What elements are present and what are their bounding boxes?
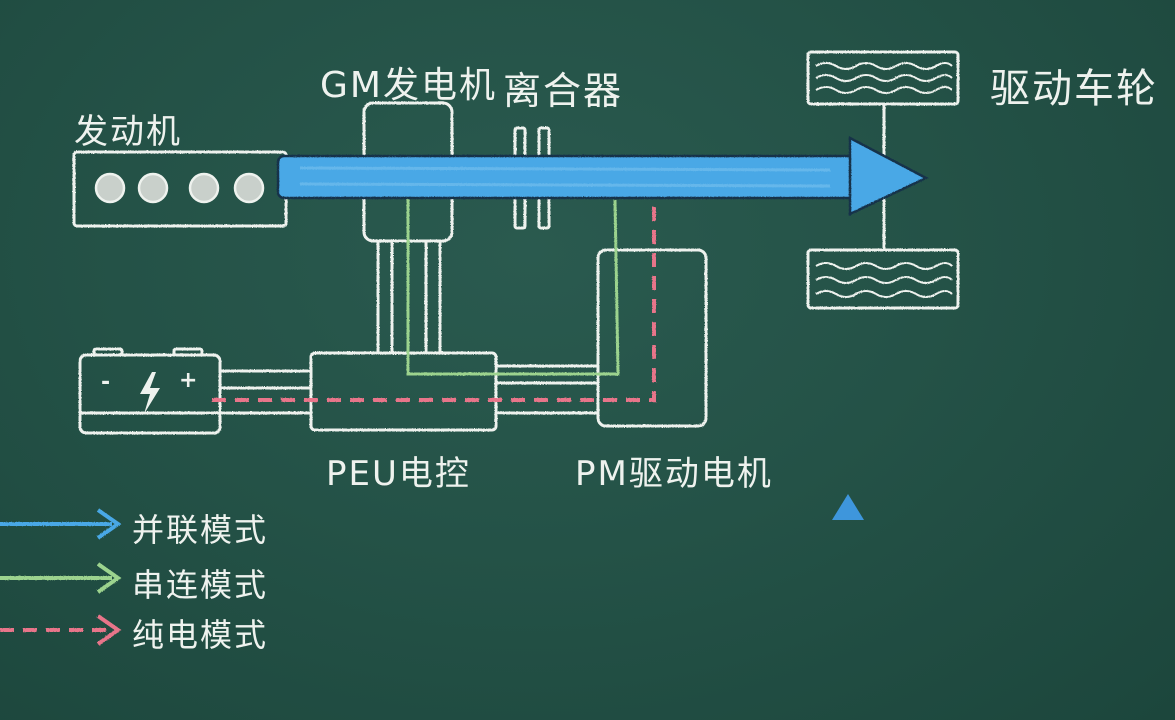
legend-ev-mode: 纯电模式 xyxy=(132,616,269,654)
series-mode-path xyxy=(406,196,620,376)
peu-box xyxy=(309,351,498,432)
chalk-lines xyxy=(72,50,960,435)
ev-mode-path xyxy=(212,196,656,402)
drive-wheels-label: 驱动车轮 xyxy=(990,66,1158,112)
parallel-mode-arrow xyxy=(276,135,929,216)
pm-motor-label: PM驱动电机 xyxy=(575,454,773,494)
lightning-bolt-icon xyxy=(140,372,160,414)
gm-generator-label: GM发电机 xyxy=(320,65,497,106)
legend-arrows xyxy=(0,508,122,646)
clutch-label: 离合器 xyxy=(503,69,624,113)
battery-box xyxy=(78,353,222,435)
triangle-marker-icon[interactable] xyxy=(832,494,864,520)
engine-cylinders xyxy=(94,172,265,204)
peu-label: PEU电控 xyxy=(326,454,471,494)
legend-parallel-mode: 并联模式 xyxy=(132,511,269,549)
battery-plus-sign: + xyxy=(179,368,198,393)
engine-label: 发动机 xyxy=(74,112,182,152)
pm-motor-box xyxy=(596,248,708,428)
drive-wheel-bottom xyxy=(806,248,960,310)
battery-minus-sign: - xyxy=(101,370,111,395)
legend-series-mode: 串连模式 xyxy=(132,566,269,604)
